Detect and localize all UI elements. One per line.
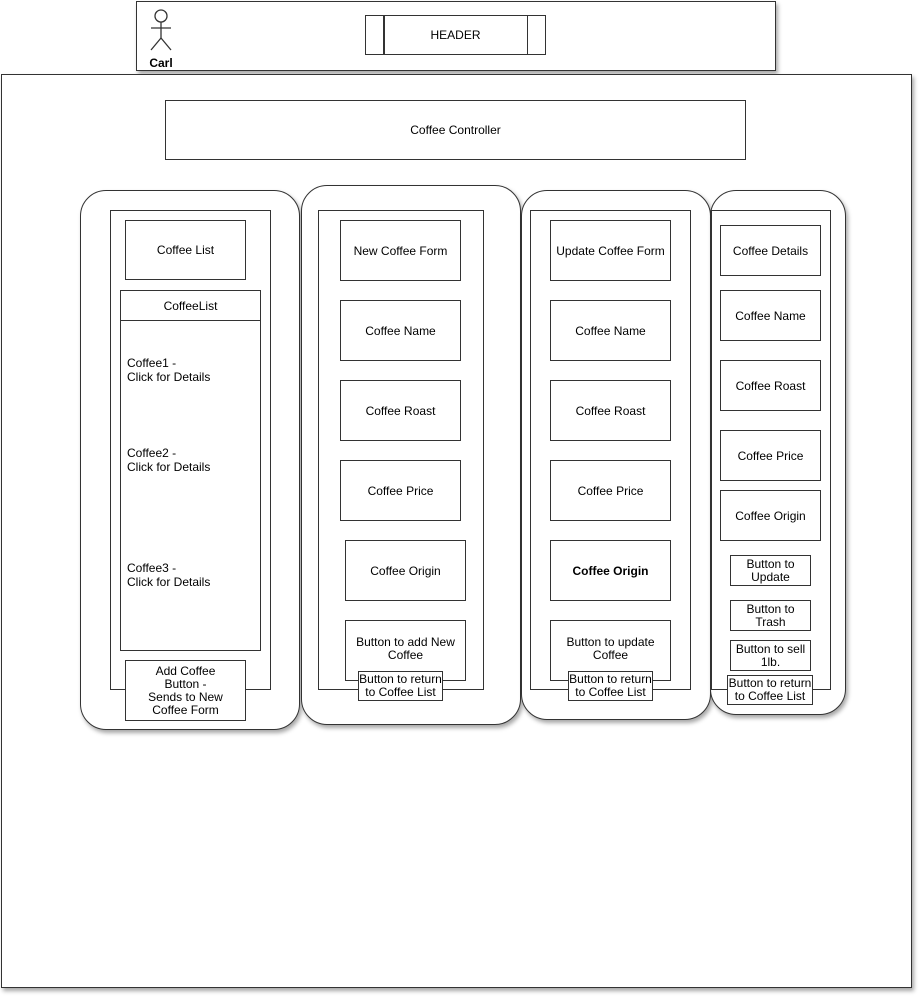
details-coffee-roast: Coffee Roast	[720, 360, 821, 411]
actor-name: Carl	[149, 56, 173, 70]
update-coffee-form-inner-frame	[530, 210, 691, 690]
actor-icon	[150, 9, 172, 51]
new-coffee-origin-field[interactable]: Coffee Origin	[345, 540, 466, 601]
update-button[interactable]: Button to Update	[730, 555, 811, 586]
coffee-details-title: Coffee Details	[720, 225, 821, 276]
trash-button[interactable]: Button to Trash	[730, 600, 811, 631]
details-coffee-origin: Coffee Origin	[720, 490, 821, 541]
coffee-list-item-2[interactable]: Coffee2 - Click for Details	[127, 446, 211, 474]
new-coffee-price-field[interactable]: Coffee Price	[340, 460, 461, 521]
update-coffee-button[interactable]: Button to update Coffee	[550, 620, 671, 681]
coffee-list-header: CoffeeList	[120, 290, 261, 321]
details-coffee-name: Coffee Name	[720, 290, 821, 341]
update-coffee-form-title: Update Coffee Form	[550, 220, 671, 281]
header-box	[365, 15, 546, 55]
details-return-button[interactable]: Button to return to Coffee List	[727, 675, 813, 705]
coffee-list-item-3[interactable]: Coffee3 - Click for Details	[127, 561, 211, 589]
coffee-controller-box: Coffee Controller	[165, 100, 746, 160]
update-form-return-button[interactable]: Button to return to Coffee List	[568, 671, 653, 701]
coffee-list-container	[120, 290, 261, 651]
new-coffee-name-field[interactable]: Coffee Name	[340, 300, 461, 361]
coffee-list-item-1[interactable]: Coffee1 - Click for Details	[127, 356, 211, 384]
update-coffee-name-field[interactable]: Coffee Name	[550, 300, 671, 361]
new-coffee-form-inner-frame	[318, 210, 484, 690]
coffee-list-title: Coffee List	[125, 220, 246, 280]
new-coffee-form-title: New Coffee Form	[340, 220, 461, 281]
update-coffee-origin-field[interactable]: Coffee Origin	[550, 540, 671, 601]
add-coffee-button[interactable]: Add Coffee Button - Sends to New Coffee …	[125, 660, 246, 721]
sell-button[interactable]: Button to sell 1lb.	[730, 640, 811, 671]
update-coffee-price-field[interactable]: Coffee Price	[550, 460, 671, 521]
new-form-return-button[interactable]: Button to return to Coffee List	[358, 671, 443, 701]
update-coffee-roast-field[interactable]: Coffee Roast	[550, 380, 671, 441]
header-label: HEADER	[430, 28, 481, 42]
new-coffee-roast-field[interactable]: Coffee Roast	[340, 380, 461, 441]
add-new-coffee-button[interactable]: Button to add New Coffee	[345, 620, 466, 681]
details-coffee-price: Coffee Price	[720, 430, 821, 481]
